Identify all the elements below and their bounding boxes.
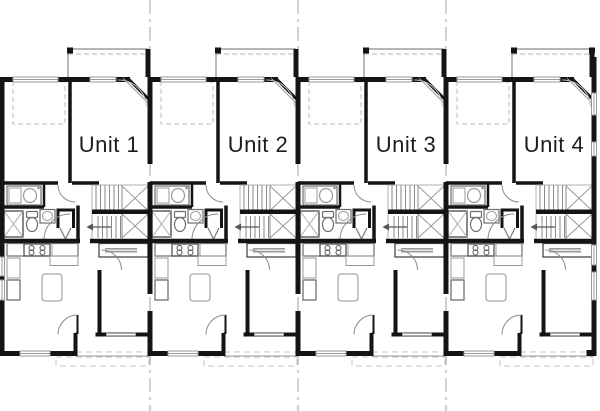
porch-post: [586, 350, 593, 356]
side-window: [0, 256, 5, 277]
stoop-post: [589, 47, 595, 54]
side-window: [591, 141, 597, 157]
unit-4-plan: [446, 48, 595, 367]
unit-3-label: Unit 3: [376, 132, 436, 157]
unit-3-plan: [298, 48, 447, 367]
unit-1-label: Unit 1: [79, 132, 139, 157]
side-window: [591, 92, 597, 116]
side-window: [0, 279, 5, 301]
side-window: [591, 271, 597, 301]
left-exterior-wall: [0, 77, 5, 356]
unit-1-plan: [2, 48, 151, 367]
unit-2-plan: [150, 48, 299, 367]
right-exterior-wall: [586, 47, 597, 356]
party-walls: [147, 77, 449, 356]
unit-2-label: Unit 2: [228, 132, 288, 157]
side-window: [591, 244, 597, 266]
unit-4-label: Unit 4: [524, 132, 584, 157]
